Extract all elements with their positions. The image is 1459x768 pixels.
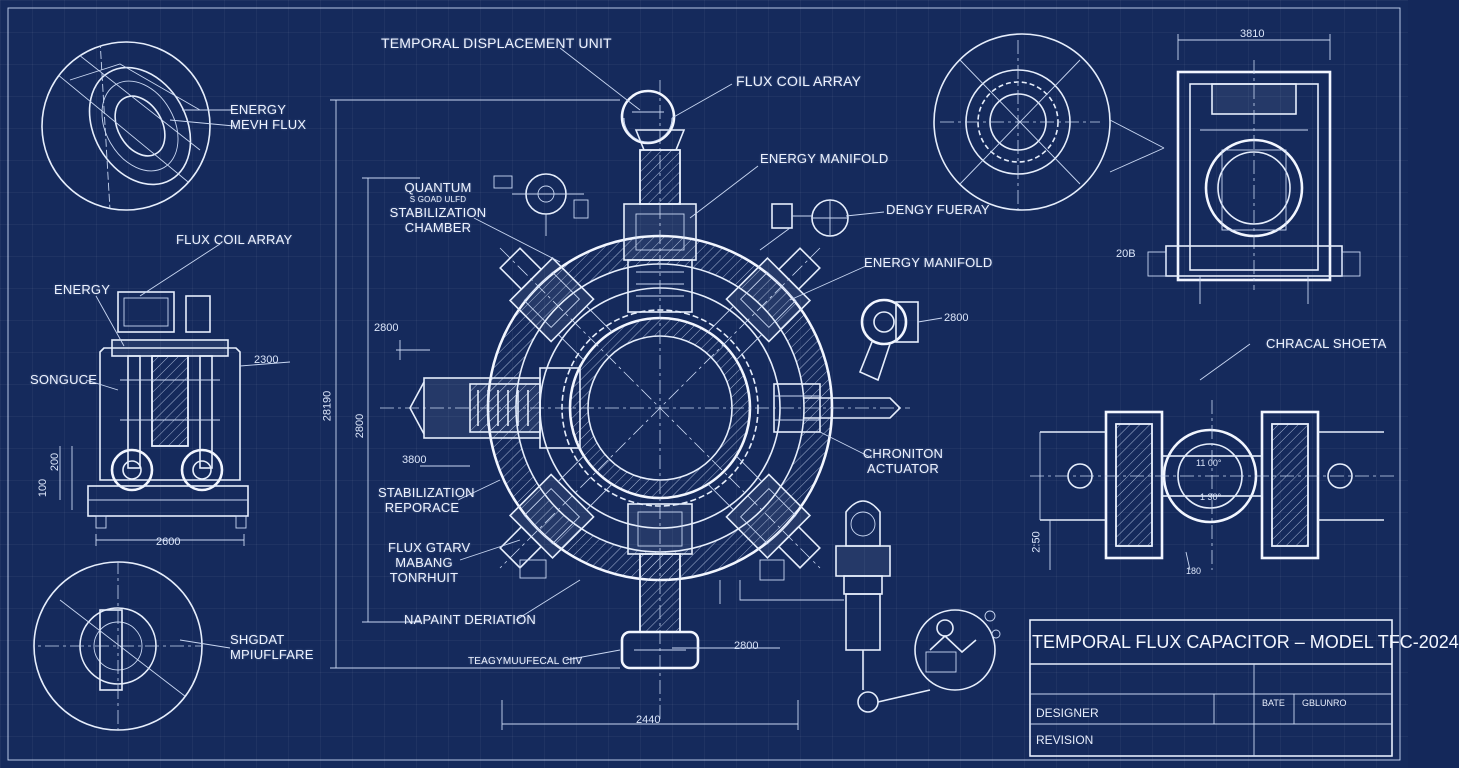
label-flux-line3: TONRHUIT — [389, 570, 459, 585]
title-block-bate: BATE — [1262, 698, 1285, 708]
label-stabilization-line2: REPORACE — [384, 500, 460, 515]
left-mechanism — [59, 243, 291, 546]
label-quantum-line3: CHAMBER — [404, 220, 472, 235]
dim-3800: 3800 — [402, 454, 427, 466]
label-energy-left: ENERGY — [54, 282, 111, 297]
title-block-frame — [1029, 619, 1393, 757]
label-flux-coil-array-top: FLUX COIL ARRAY — [736, 73, 862, 89]
center-dimensions — [330, 99, 799, 730]
dim-180: 180 — [1186, 566, 1202, 576]
label-stabilization-line1: STABILIZATION — [378, 485, 475, 500]
detail-circle-top-right — [933, 33, 1165, 211]
label-stabilization-reporace: STABILIZATION REPORACE — [378, 485, 475, 515]
dim-2600: 2600 — [156, 536, 181, 548]
title-block-designer: DESIGNER — [1036, 706, 1099, 720]
side-view-right — [1030, 343, 1394, 571]
label-teagymuufecal: TEAGYMUUFECAL CIIV — [468, 656, 583, 667]
label-shgdat: SHGDAT MPIUFLFARE — [230, 632, 314, 662]
label-energy-manifold-top: ENERGY MANIFOLD — [760, 151, 889, 166]
label-flux-line1: FLUX GTARV — [388, 540, 471, 555]
label-quantum-line2: STABILIZATION — [389, 205, 487, 220]
label-energy-flux-line2: MEVH FLUX — [230, 117, 307, 132]
dim-2-50: 2:50 — [1030, 531, 1043, 553]
sheet-border — [7, 7, 1401, 761]
label-napaint-deriation: NAPAINT DERIATION — [404, 612, 536, 627]
dim-200: 200 — [49, 452, 62, 472]
dim-1-30: 1 30° — [1200, 492, 1222, 502]
label-chracal-shoeta: CHRACAL SHOETA — [1266, 336, 1387, 351]
label-energy-flux-line1: ENERGY — [230, 102, 287, 117]
dim-2440: 2440 — [636, 714, 661, 726]
dim-100: 100 — [37, 478, 50, 498]
dim-2300-left-mech: 2300 — [254, 354, 279, 366]
detail-circle-bottom-left — [33, 561, 231, 731]
label-energy-manifold-right: ENERGY MANIFOLD — [864, 255, 993, 270]
label-flux-mabang: FLUX GTARV MABANG TONRHUIT — [388, 540, 471, 585]
label-shgdat-line2: MPIUFLFARE — [230, 647, 314, 662]
label-chroniton-line1: CHRONITON — [862, 446, 944, 461]
dim-top-right: 3810 — [1240, 28, 1265, 40]
dim-11-00: 11 00° — [1196, 458, 1222, 468]
section-view-top-right — [1147, 34, 1361, 304]
title-block-gblunro: GBLUNRO — [1302, 698, 1347, 708]
dim-2800-right: 2800 — [944, 312, 969, 324]
central-capacitor — [380, 80, 931, 720]
dim-28190-vertical: 28190 — [321, 390, 334, 422]
blueprint-drawing — [7, 7, 1401, 761]
label-temporal-displacement-unit: TEMPORAL DISPLACEMENT UNIT — [381, 35, 612, 51]
leader-lines — [457, 47, 943, 661]
label-songuce: SONGUCE — [30, 372, 98, 387]
dim-2800-left: 2800 — [374, 322, 399, 334]
label-chroniton-actuator: CHRONITON ACTUATOR — [862, 446, 944, 476]
dim-side-right: 20B — [1116, 248, 1136, 260]
label-dengy-fueray: DENGY FUERAY — [886, 202, 990, 217]
dim-2800-bottom: 2800 — [734, 640, 759, 652]
label-quantum-stabilization-chamber: QUANTUM S GOAD ULFD STABILIZATION CHAMBE… — [388, 180, 488, 235]
detail-circle-top-left — [41, 41, 235, 211]
label-flux-line2: MABANG — [395, 555, 453, 570]
title-block-title: TEMPORAL FLUX CAPACITOR – MODEL TFC-2024 — [1032, 632, 1459, 652]
dim-2800-vertical: 2800 — [354, 413, 367, 439]
label-flux-coil-array-left: FLUX COIL ARRAY — [176, 232, 293, 247]
label-quantum-line1: QUANTUM — [404, 180, 472, 195]
detail-circle-bottom-middle — [914, 609, 1001, 691]
label-shgdat-line1: SHGDAT — [230, 632, 285, 647]
label-energy-flux: ENERGY MEVH FLUX — [230, 102, 306, 132]
label-quantum-small: S GOAD ULFD — [409, 195, 467, 204]
label-chroniton-line2: ACTUATOR — [867, 461, 939, 476]
title-block-revision: REVISION — [1036, 733, 1094, 747]
